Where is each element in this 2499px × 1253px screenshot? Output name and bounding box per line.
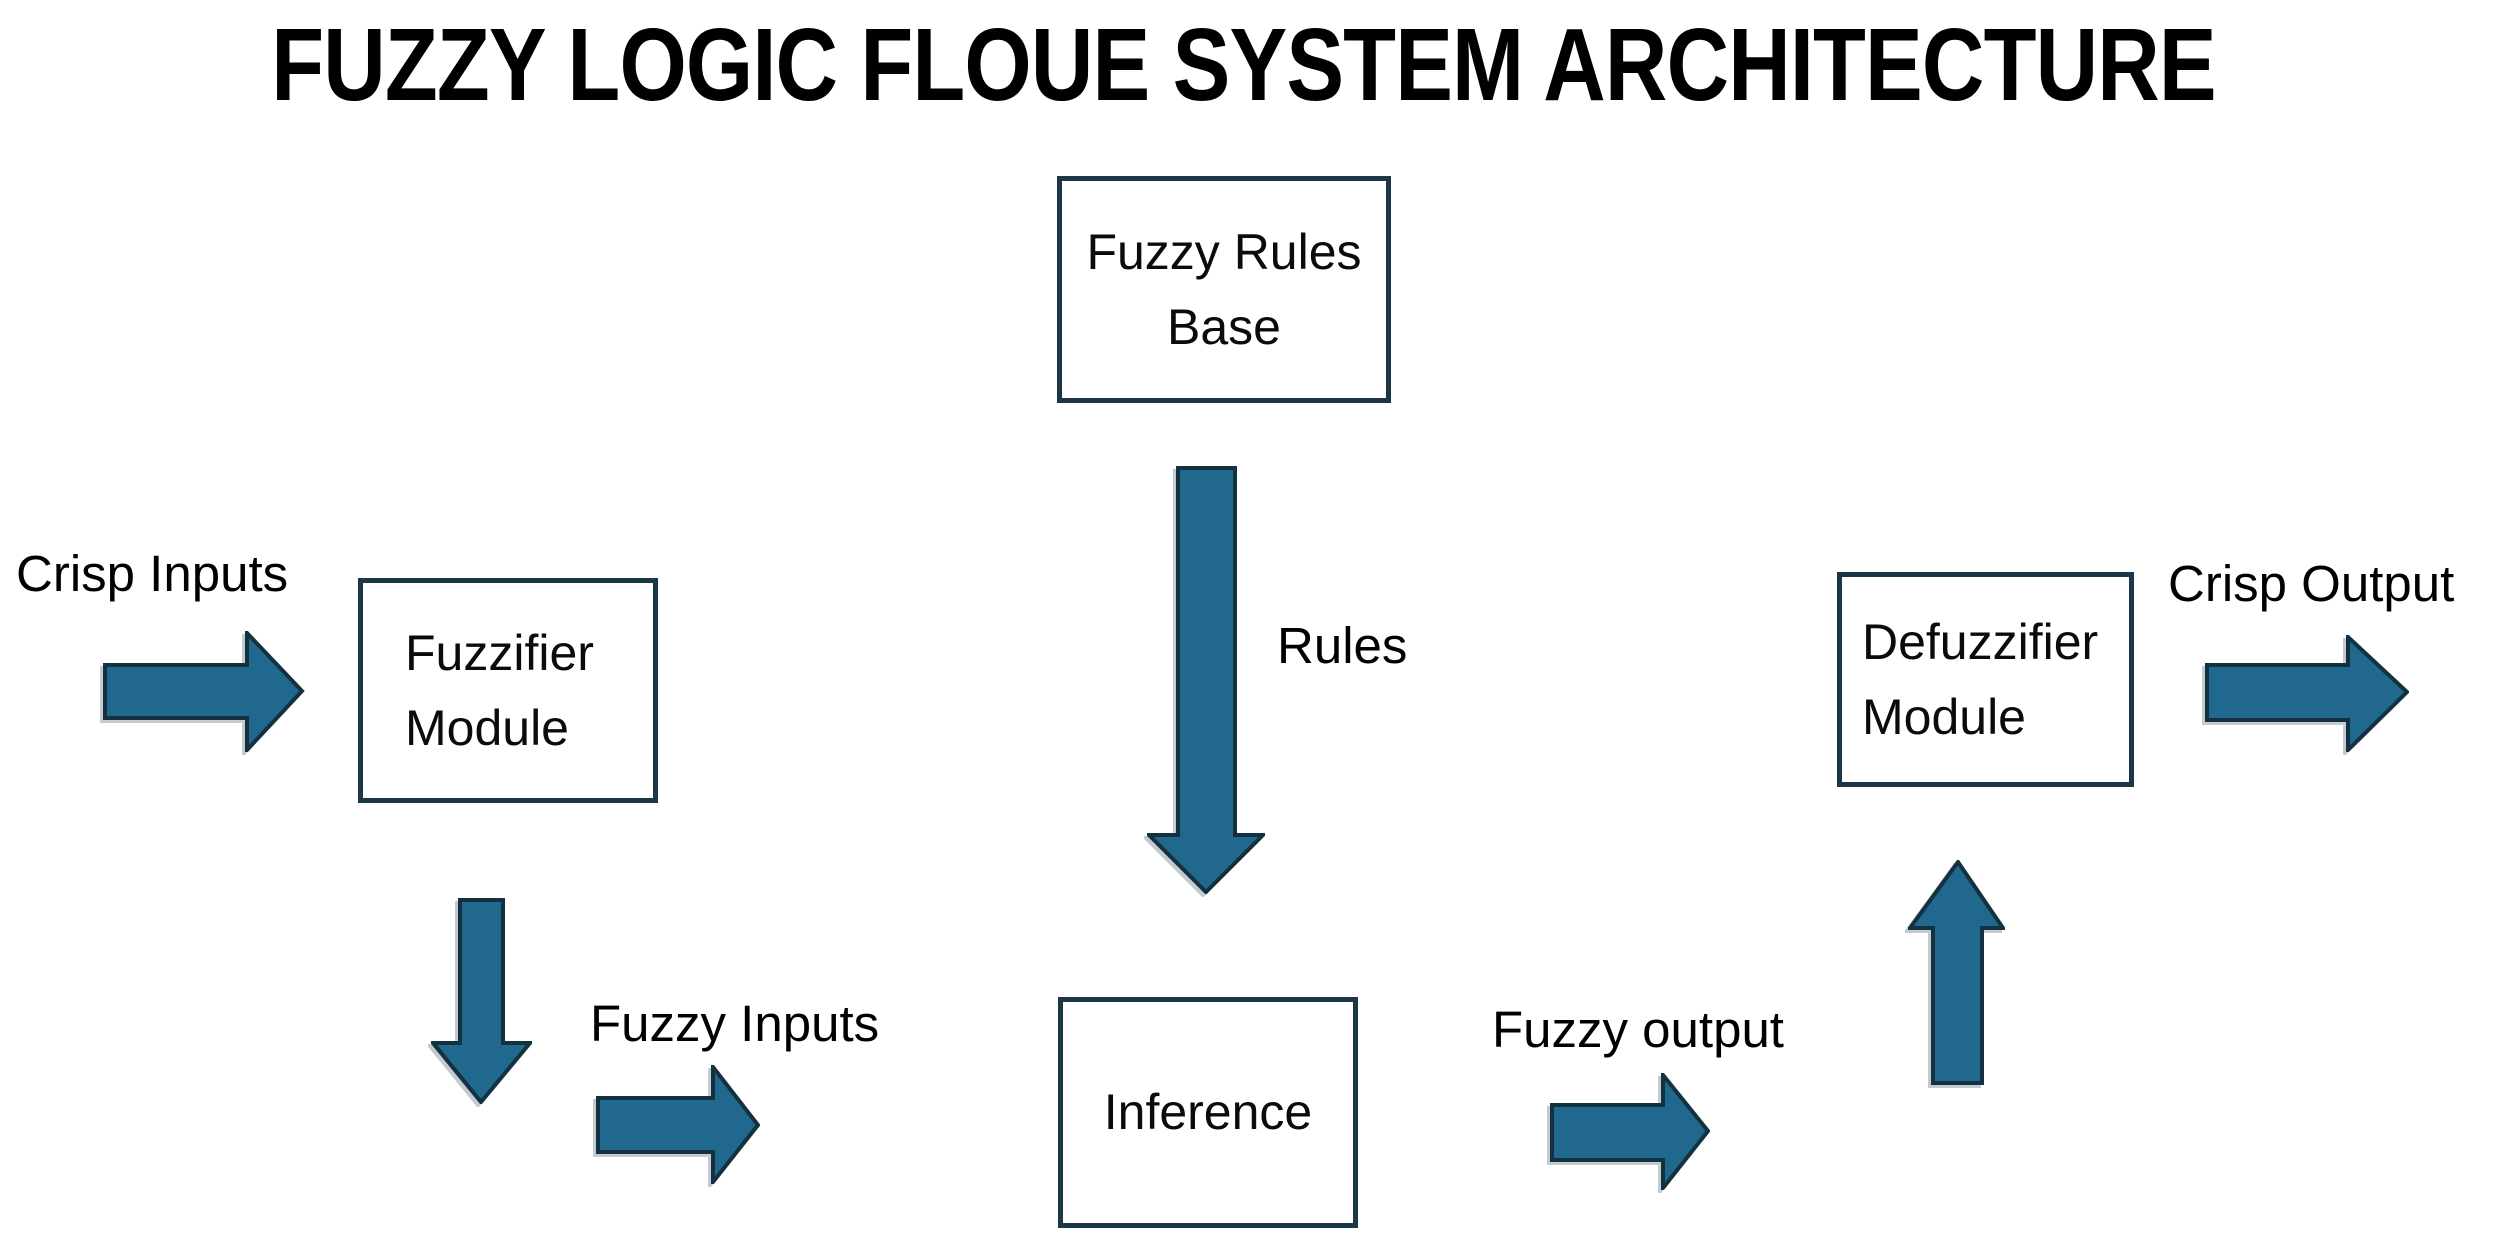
crisp-output-arrow-right-icon bbox=[2205, 635, 2409, 752]
fuzzifier-to-inference-arrow-down-icon bbox=[431, 898, 532, 1104]
node-fuzzifier-line2: Module bbox=[405, 699, 569, 756]
fuzzy-output-label: Fuzzy output bbox=[1492, 1001, 1784, 1058]
node-fuzzifier-module: Fuzzifier Module bbox=[358, 578, 658, 803]
fuzzy-inputs-label: Fuzzy Inputs bbox=[590, 995, 880, 1052]
node-inference: Inference bbox=[1058, 997, 1358, 1228]
diagram-title: FUZZY LOGIC FLOUE SYSTEM ARCHITECTURE bbox=[271, 7, 2216, 122]
fuzzy-output-arrow-right-icon bbox=[1550, 1073, 1710, 1190]
rules-label: Rules bbox=[1277, 617, 1408, 674]
node-defuzzifier-line2: Module bbox=[1862, 688, 2026, 745]
fuzzy-inputs-arrow-right-icon bbox=[596, 1065, 760, 1184]
node-fuzzifier-line1: Fuzzifier bbox=[405, 624, 594, 681]
node-inference-label: Inference bbox=[1103, 1084, 1313, 1140]
rules-arrow-down-icon bbox=[1147, 466, 1265, 894]
crisp-output-label: Crisp Output bbox=[2168, 555, 2455, 612]
crisp-inputs-label: Crisp Inputs bbox=[16, 545, 289, 602]
node-defuzzifier-line1: Defuzzifier bbox=[1862, 613, 2099, 670]
inference-to-defuzzifier-arrow-up-icon bbox=[1908, 860, 2005, 1085]
node-fuzzy-rules-base: Fuzzy Rules Base bbox=[1057, 176, 1391, 403]
crisp-inputs-arrow-right-icon bbox=[103, 631, 305, 752]
node-fuzzy-rules-base-line1: Fuzzy Rules bbox=[1086, 223, 1362, 280]
node-defuzzifier-module: Defuzzifier Module bbox=[1837, 572, 2134, 787]
node-fuzzy-rules-base-line2: Base bbox=[1167, 298, 1281, 355]
